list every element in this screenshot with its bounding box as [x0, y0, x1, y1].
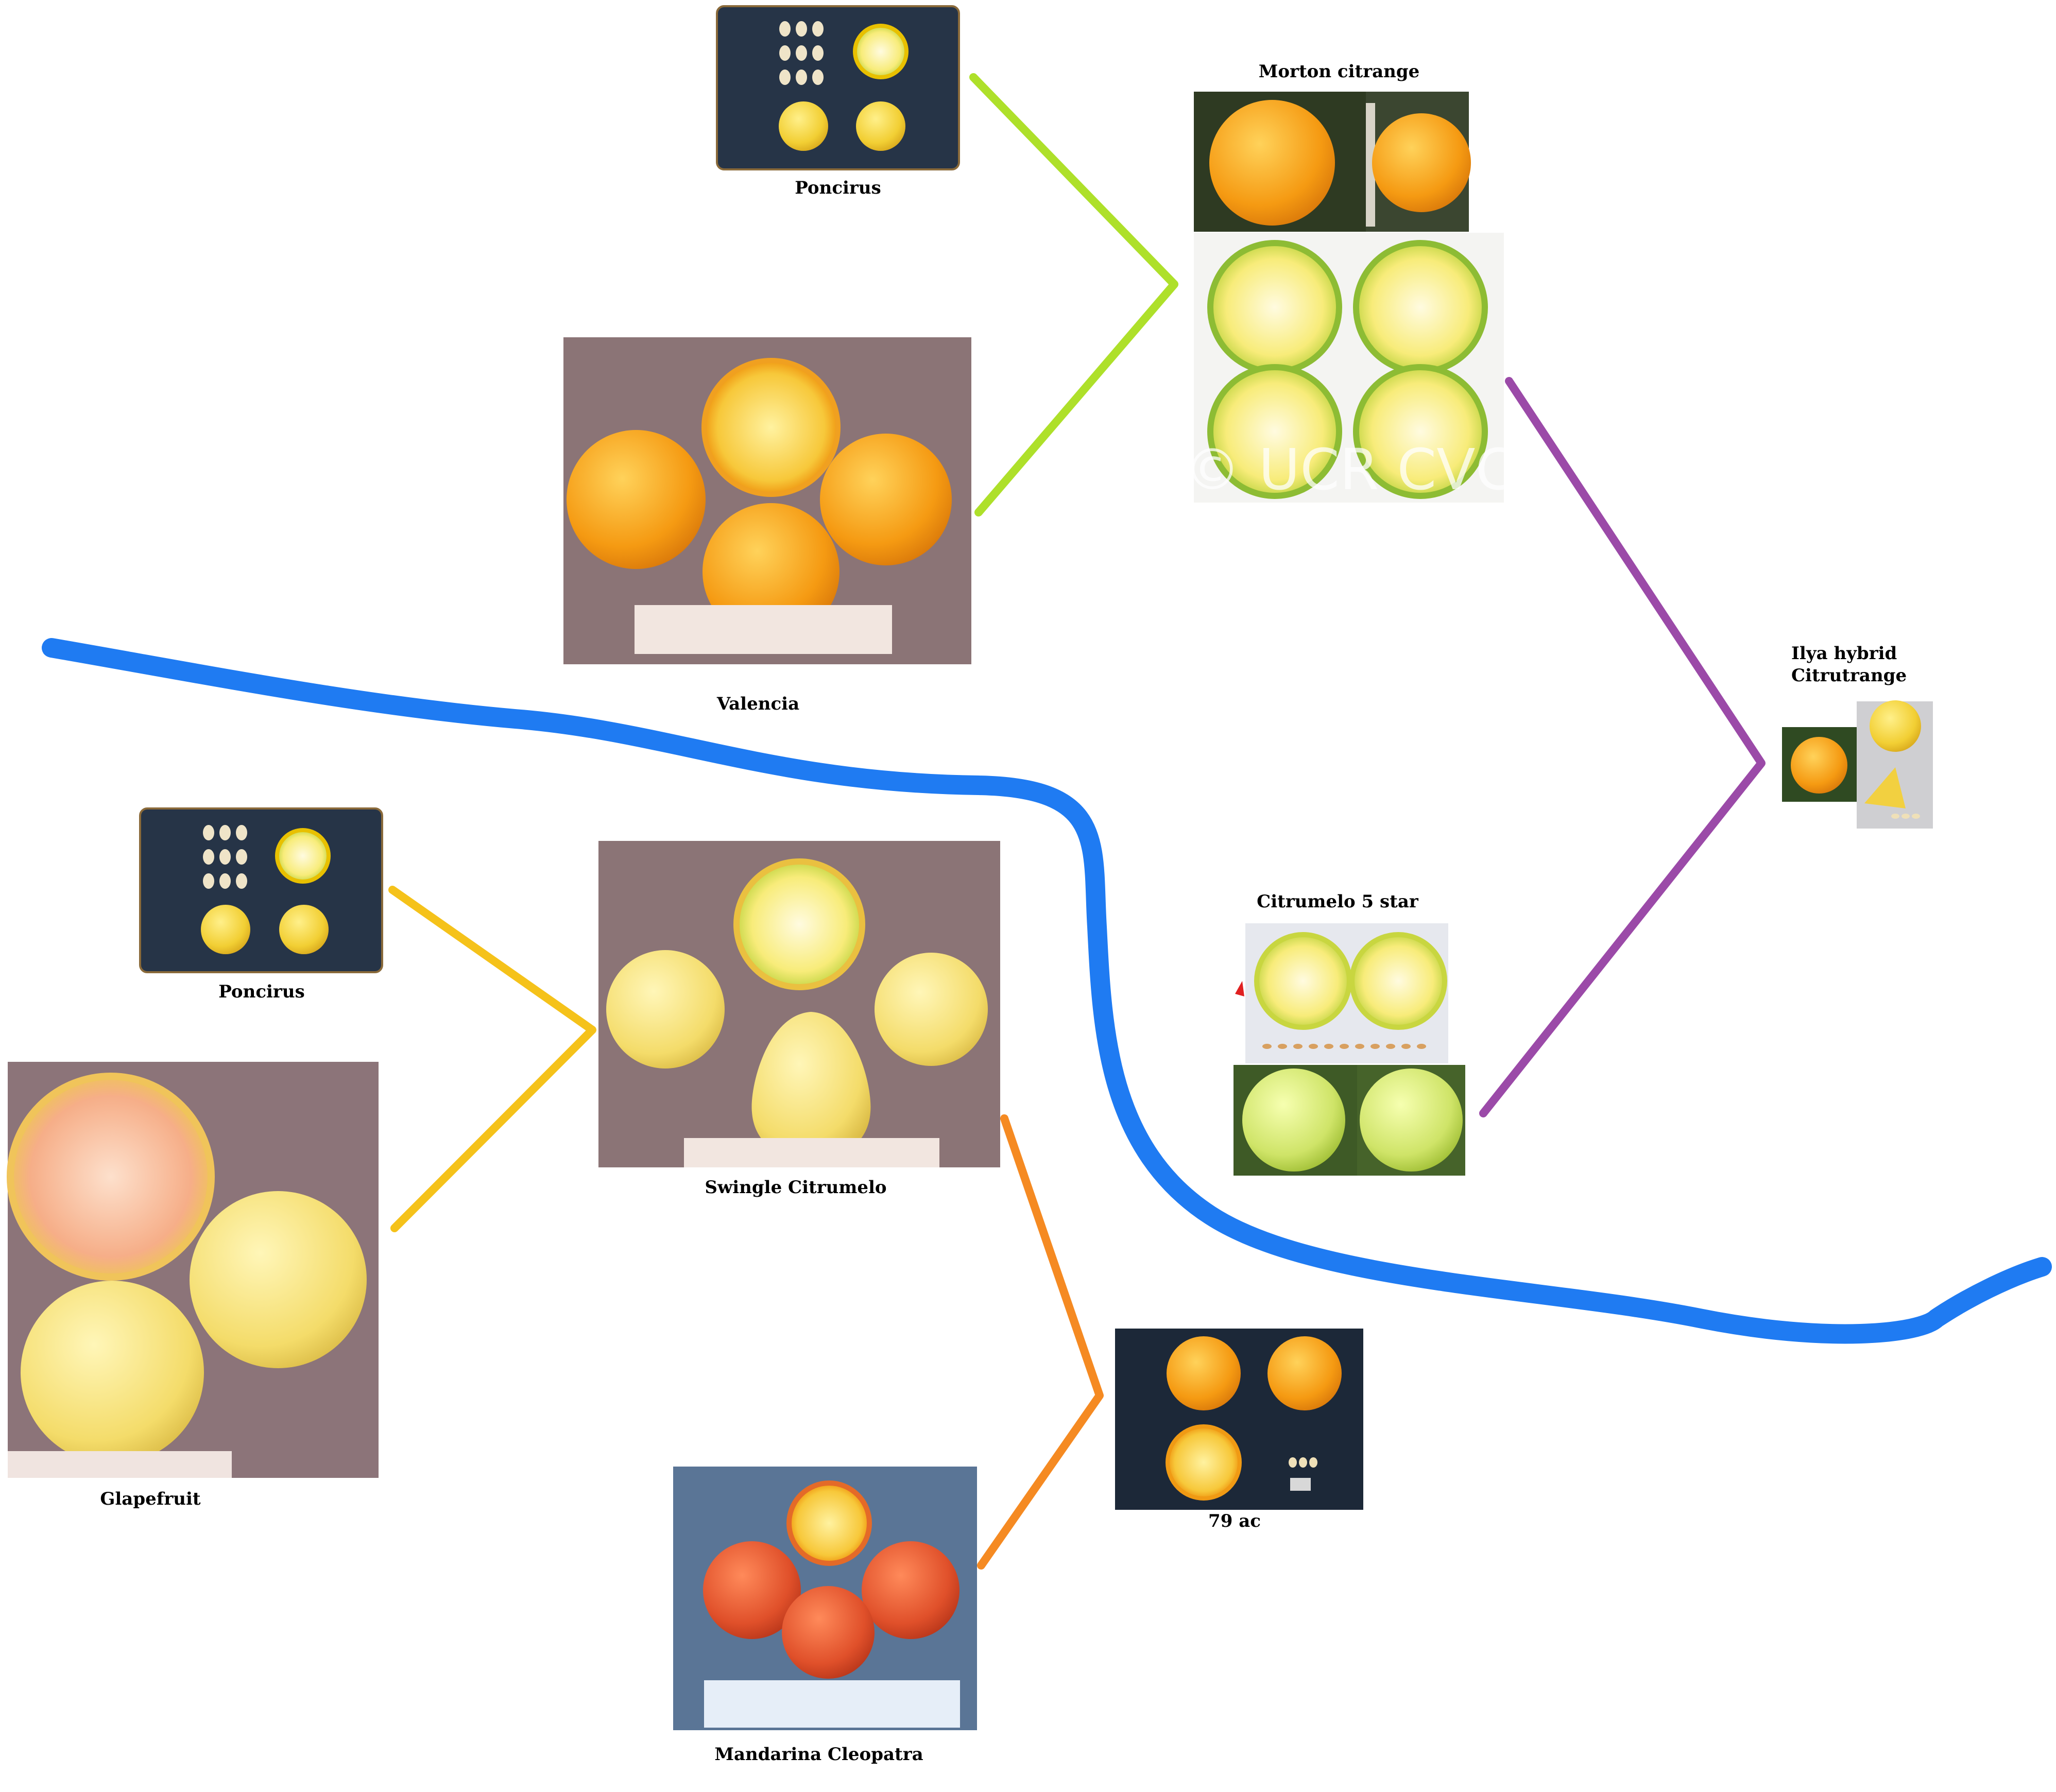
- citrumelo-5-star-photo: [1233, 923, 1465, 1176]
- mandarina-cleopatra-photo: [673, 1467, 977, 1730]
- poncirus-left-label: Poncirus: [218, 981, 304, 1002]
- purple-connector: [1479, 377, 1766, 1117]
- orange-connector: [977, 1114, 1104, 1570]
- ilya-hybrid-photo: [1782, 700, 1933, 829]
- poncirus-left-photo: [139, 807, 383, 973]
- 79-ac-photo: [1115, 1329, 1363, 1510]
- swingle-citrumelo-photo: [598, 841, 1000, 1167]
- glapefruit-label: Glapefruit: [100, 1489, 201, 1509]
- citrumelo-5-star-label: Citrumelo 5 star: [1257, 891, 1419, 912]
- morton-citrange-photo: © UCR CVC: [1184, 92, 1515, 503]
- ucr-cvc-watermark: © UCR CVC: [1184, 437, 1515, 503]
- valencia-photo: [563, 337, 971, 664]
- lime-connector-top: [969, 73, 1178, 516]
- glapefruit-photo: [7, 1062, 379, 1478]
- swingle-citrumelo-label: Swingle Citrumelo: [705, 1177, 886, 1198]
- poncirus-top-photo: [716, 5, 960, 170]
- valencia-label: Valencia: [716, 694, 799, 714]
- ilya-hybrid-label-line1: Ilya hybrid: [1791, 643, 1897, 664]
- mandarina-cleopatra-label: Mandarina Cleopatra: [714, 1744, 923, 1765]
- 79-ac-label: 79 ac: [1208, 1511, 1261, 1531]
- poncirus-top-label: Poncirus: [795, 178, 881, 198]
- ilya-hybrid-label-line2: Citrutrange: [1791, 665, 1907, 686]
- blue-divider-line: [42, 638, 2052, 1344]
- morton-citrange-label: Morton citrange: [1259, 61, 1420, 82]
- yellow-connector: [388, 886, 596, 1232]
